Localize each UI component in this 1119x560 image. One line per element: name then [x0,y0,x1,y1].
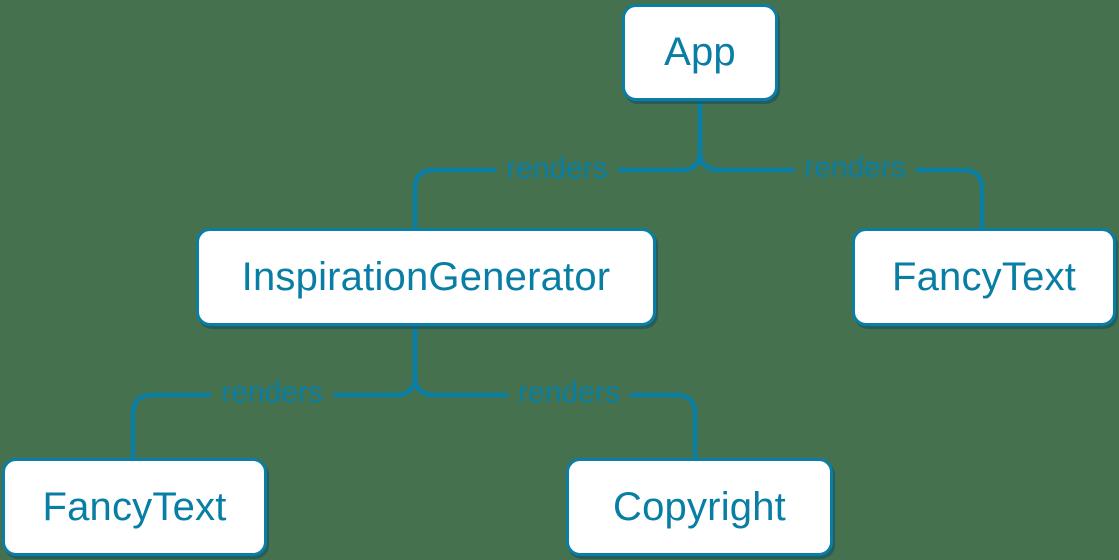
edge-label-renders-app-ig: renders [496,152,618,186]
edge-label-renders-app-fancytext: renders [794,151,916,185]
node-inspiration-generator-label: InspirationGenerator [241,254,611,299]
edge-label-renders-ig-copyright: renders [508,376,630,410]
node-copyright-label: Copyright [613,484,786,529]
node-fancy-text-right: FancyText [852,228,1116,326]
node-app-label: App [664,30,736,74]
node-app: App [622,4,778,101]
node-copyright: Copyright [566,458,833,556]
node-inspiration-generator: InspirationGenerator [196,228,656,326]
node-fancy-text-left: FancyText [2,458,267,556]
edge-label-renders-ig-fancytext: renders [211,376,333,410]
node-fancy-text-right-label: FancyText [891,254,1077,299]
node-fancy-text-left-label: FancyText [42,484,227,529]
